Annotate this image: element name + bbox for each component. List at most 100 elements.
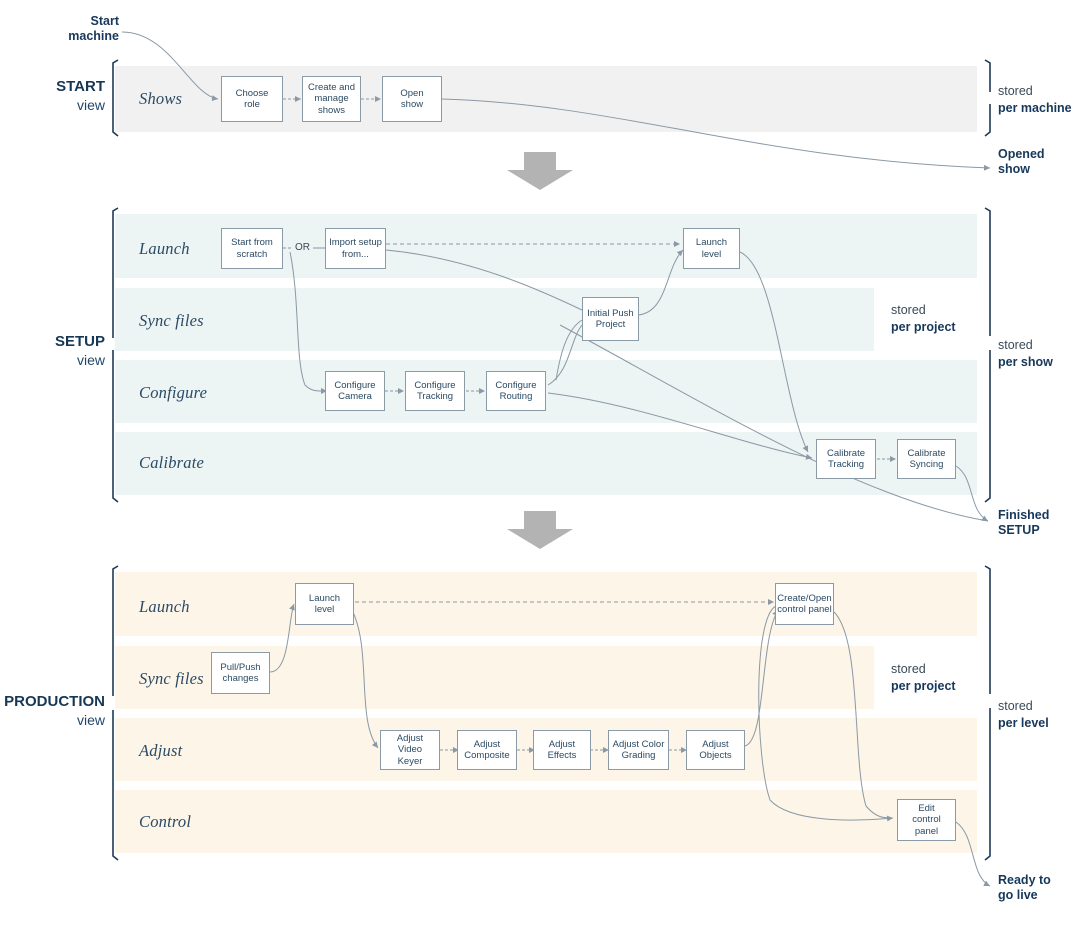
callout-ready-to-go-live: Ready to go live — [998, 873, 1051, 903]
node-adjust-color-grading[interactable]: Adjust Color Grading — [608, 730, 669, 770]
node-configure-routing[interactable]: Configure Routing — [486, 371, 546, 411]
stored-per-project-setup-top: stored — [891, 303, 926, 317]
callout-finished-setup-line-1: Finished — [998, 508, 1050, 522]
node-calibrate-syncing[interactable]: Calibrate Syncing — [897, 439, 956, 479]
stored-per-project-setup: stored per project — [891, 302, 956, 336]
phase-start-subtitle: view — [76, 97, 105, 113]
node-prod-launch-level-line-1: Launch — [308, 592, 341, 604]
node-create-open-cp-line-2: control panel — [777, 604, 832, 615]
node-open-show-line-1: Open — [400, 87, 424, 99]
stored-per-machine: stored per machine — [998, 83, 1072, 117]
node-setup-launch-level[interactable]: Launch level — [683, 228, 740, 269]
stored-per-show-top: stored — [998, 338, 1033, 352]
node-adjust-composite-line-1: Adjust — [473, 738, 501, 750]
phase-production-subtitle: view — [76, 712, 105, 728]
node-adjust-objects-line-2: Objects — [699, 750, 732, 761]
node-configure-routing-line-1: Configure — [495, 379, 537, 391]
stored-per-project-setup-bottom: per project — [891, 320, 956, 334]
stored-per-level-top: stored — [998, 699, 1033, 713]
row-label-production-adjust: Adjust — [139, 741, 183, 760]
or-label: OR — [295, 242, 310, 253]
phase-label-setup: SETUP view — [0, 333, 105, 369]
row-label-production-launch: Launch — [139, 597, 190, 616]
node-production-launch-level[interactable]: Launch level — [295, 583, 354, 625]
callout-ready-live-line-1: Ready to — [998, 873, 1051, 887]
node-adjust-composite[interactable]: Adjust Composite — [457, 730, 517, 770]
node-choose-role[interactable]: Choose role — [221, 76, 283, 122]
row-label-setup-configure: Configure — [139, 383, 208, 402]
node-adjust-effects-line-1: Adjust — [548, 738, 576, 750]
stored-per-level: stored per level — [998, 698, 1049, 732]
callout-start-machine: Start machine — [0, 14, 119, 44]
node-create-open-control-panel[interactable]: Create/Open control panel — [775, 583, 834, 625]
node-pull-push-line-2: changes — [222, 673, 259, 684]
row-label-production-control: Control — [139, 812, 192, 831]
node-open-show[interactable]: Open show — [382, 76, 442, 122]
node-adjust-color-grading-line-1: Adjust Color — [612, 738, 665, 750]
node-open-show-line-2: show — [400, 99, 424, 110]
node-calibrate-tracking-line-2: Tracking — [827, 459, 865, 470]
node-adjust-objects[interactable]: Adjust Objects — [686, 730, 745, 770]
callout-opened-show: Opened show — [998, 147, 1045, 177]
stored-per-machine-top: stored — [998, 84, 1033, 98]
node-import-setup-line-2: from... — [342, 248, 369, 260]
stored-per-level-bottom: per level — [998, 716, 1049, 730]
callout-finished-setup-line-2: SETUP — [998, 523, 1040, 537]
node-import-setup-line-1: Import setup — [329, 237, 382, 248]
node-choose-role-line-1: Choose — [235, 87, 269, 99]
node-choose-role-line-2: role — [244, 99, 260, 110]
node-adjust-objects-line-1: Adjust — [702, 738, 729, 750]
node-initial-push-line-1: Initial Push — [587, 307, 634, 319]
phase-label-start: START view — [0, 78, 105, 114]
node-start-from-scratch[interactable]: Start from scratch — [221, 228, 283, 269]
node-edit-control-panel[interactable]: Edit control panel — [897, 799, 956, 841]
node-create-open-cp-line-1: Create/Open — [777, 592, 832, 604]
row-label-setup-calibrate: Calibrate — [139, 453, 205, 472]
node-edit-cp-line-2: control panel — [912, 814, 941, 837]
node-adjust-composite-line-2: Composite — [464, 750, 510, 761]
node-adjust-color-grading-line-2: Grading — [621, 750, 656, 761]
node-configure-camera[interactable]: Configure Camera — [325, 371, 385, 411]
phase-start-title: START — [56, 78, 105, 95]
node-configure-tracking[interactable]: Configure Tracking — [405, 371, 465, 411]
row-label-setup-syncfiles: Sync files — [139, 311, 204, 330]
node-initial-push-line-2: Project — [595, 319, 626, 330]
callout-start-machine-line-1: Start — [90, 14, 119, 28]
row-label-start-shows: Shows — [139, 89, 183, 108]
node-configure-camera-line-2: Camera — [338, 391, 372, 402]
node-create-and-manage-shows[interactable]: Create and manage shows — [302, 76, 361, 122]
callout-opened-show-line-2: show — [998, 162, 1030, 176]
phase-production-title: PRODUCTION — [4, 693, 105, 710]
row-label-setup-launch: Launch — [139, 239, 190, 258]
node-start-scratch-line-1: Start from — [231, 237, 273, 248]
callout-start-machine-line-2: machine — [68, 29, 119, 43]
callout-opened-show-line-1: Opened — [998, 147, 1045, 161]
node-adjust-video-keyer[interactable]: Adjust Video Keyer — [380, 730, 440, 770]
node-adjust-video-keyer-line-1: Adjust Video — [396, 732, 424, 756]
section-divider-arrow-setup-to-production — [507, 511, 573, 549]
node-initial-push-project[interactable]: Initial Push Project — [582, 297, 639, 341]
band-production-launch — [115, 572, 977, 636]
stored-per-project-production-bottom: per project — [891, 679, 956, 693]
node-calibrate-tracking-line-1: Calibrate — [826, 447, 866, 459]
band-setup-configure — [115, 360, 977, 423]
band-production-control — [115, 790, 977, 853]
node-configure-routing-line-2: Routing — [499, 391, 533, 402]
node-create-manage-line-3: shows — [318, 104, 345, 116]
node-start-scratch-line-2: scratch — [236, 248, 268, 260]
node-import-setup-from[interactable]: Import setup from... — [325, 228, 386, 269]
node-calibrate-syncing-line-2: Syncing — [909, 459, 944, 470]
callout-finished-setup: Finished SETUP — [998, 508, 1049, 538]
node-calibrate-syncing-line-1: Calibrate — [907, 447, 946, 459]
node-edit-cp-line-1: Edit — [918, 802, 935, 814]
node-configure-tracking-line-1: Configure — [414, 379, 456, 391]
node-adjust-video-keyer-line-2: Keyer — [397, 755, 423, 767]
node-create-manage-line-1: Create and — [307, 81, 355, 93]
row-label-production-syncfiles: Sync files — [139, 669, 204, 688]
node-configure-tracking-line-2: Tracking — [416, 391, 454, 402]
node-adjust-effects[interactable]: Adjust Effects — [533, 730, 591, 770]
node-pull-push-changes[interactable]: Pull/Push changes — [211, 652, 270, 694]
node-create-manage-line-2: manage — [314, 93, 349, 105]
node-calibrate-tracking[interactable]: Calibrate Tracking — [816, 439, 876, 479]
